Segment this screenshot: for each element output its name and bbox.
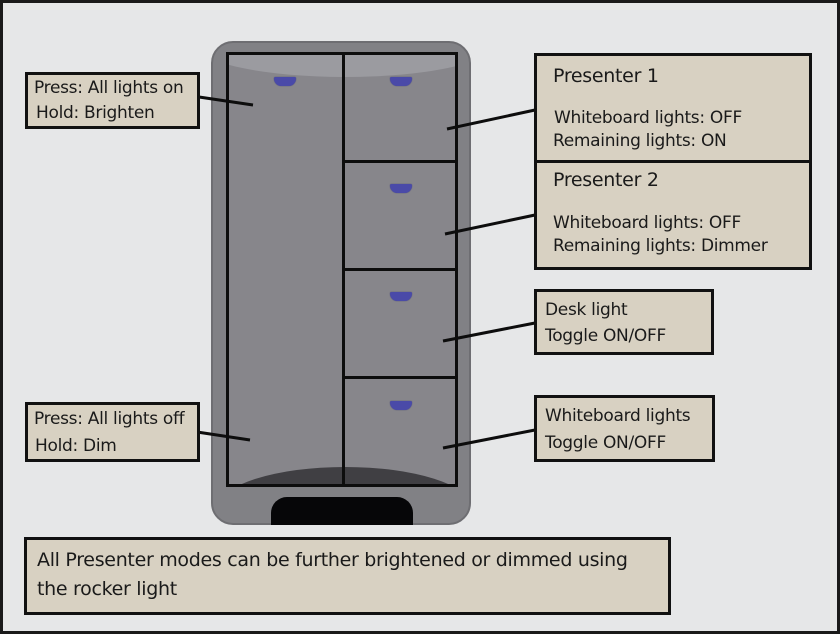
callout-line-1: Whiteboard lights [545,406,691,426]
button-divider [345,160,455,163]
button-whiteboard-lights[interactable] [345,379,455,484]
button-presenter-2[interactable] [345,163,455,268]
callout-presenter-1: Presenter 1 Whiteboard lights: OFF Remai… [534,53,812,163]
rocker-switch-icon[interactable] [271,497,413,525]
callout-line-2: Remaining lights: ON [553,131,727,151]
callout-line-2: Toggle ON/OFF [545,433,666,453]
callout-line-1: Press: All lights off [34,409,185,429]
callout-all-lights-on: Press: All lights on Hold: Brighten [25,72,200,129]
indicator-led-icon [274,77,296,86]
callout-title: Presenter 1 [553,65,659,87]
footer-note-line-1: All Presenter modes can be further brigh… [37,549,628,571]
callout-presenter-2: Presenter 2 Whiteboard lights: OFF Remai… [534,160,812,270]
callout-all-lights-off: Press: All lights off Hold: Dim [25,402,200,462]
indicator-led-icon [390,184,412,193]
callout-whiteboard-lights: Whiteboard lights Toggle ON/OFF [534,395,715,462]
callout-line-1: Desk light [545,300,628,320]
indicator-led-icon [390,292,412,301]
callout-line-1: Whiteboard lights: OFF [554,108,742,128]
callout-line-2: Toggle ON/OFF [545,326,666,346]
indicator-led-icon [390,401,412,410]
callout-line-1: Whiteboard lights: OFF [553,213,741,233]
footer-note-line-2: the rocker light [37,578,177,600]
keypad-face [226,52,458,487]
callout-line-2: Hold: Dim [35,436,117,456]
callout-line-1: Press: All lights on [34,78,184,98]
button-divider [342,55,345,484]
button-desk-light[interactable] [345,271,455,376]
indicator-led-icon [390,77,412,86]
button-all-lights[interactable] [229,55,342,484]
button-presenter-1[interactable] [345,55,455,160]
button-divider [345,268,455,271]
callout-line-2: Remaining lights: Dimmer [553,236,768,256]
callout-desk-light: Desk light Toggle ON/OFF [534,289,714,355]
callout-title: Presenter 2 [553,169,659,191]
button-divider [345,376,455,379]
footer-note: All Presenter modes can be further brigh… [24,537,671,615]
callout-line-2: Hold: Brighten [36,103,155,123]
